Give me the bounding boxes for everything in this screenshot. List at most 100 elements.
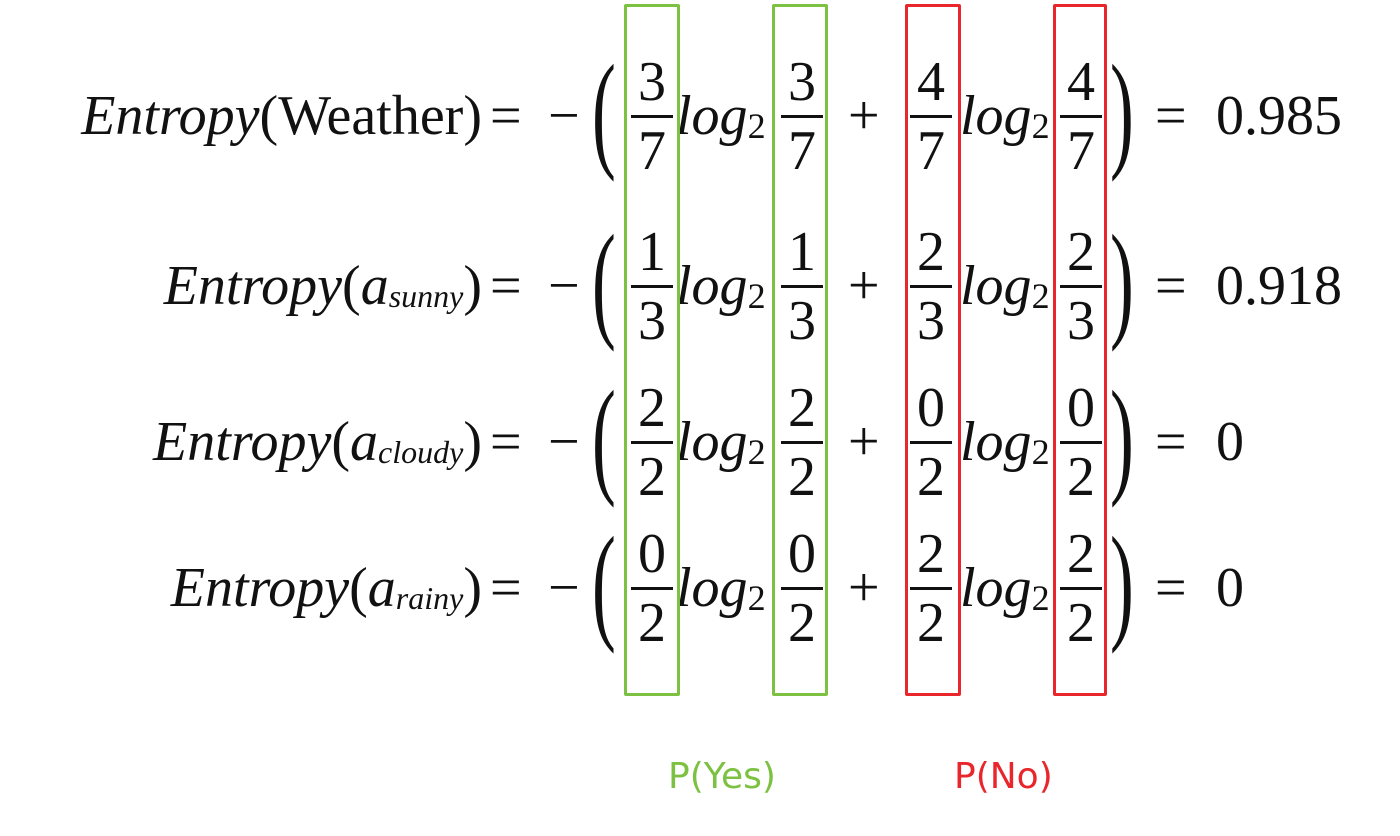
entropy-result: 0 [1216,411,1244,473]
fraction-bar [910,114,952,118]
lhs-open-paren: ( [259,85,279,147]
denominator: 2 [1067,591,1095,654]
p-no-label: P(No) [954,756,1053,797]
denominator: 7 [1067,119,1095,182]
lhs-open-paren: ( [349,557,368,619]
fraction-bar [1060,440,1102,444]
lhs-close-paren: ) [463,557,482,619]
numerator: 1 [638,220,666,283]
big-close-paren: ) [1110,511,1134,655]
entropy-result: 0.985 [1216,85,1342,147]
function-name: Entropy [163,255,343,317]
log-text: log [676,557,748,619]
equals-sign: = [490,411,522,473]
fraction-bar [781,586,823,590]
numerator: 0 [788,522,816,585]
argument: a [367,557,396,619]
big-open-paren: ( [592,39,616,183]
lhs-close-paren: ) [463,85,482,147]
big-close-paren: ) [1110,365,1134,509]
log-base: 2 [1031,578,1050,618]
denominator: 2 [788,591,816,654]
log-base: 2 [747,432,766,472]
denominator: 2 [788,445,816,508]
p-yes-label: P(Yes) [668,756,776,797]
lhs-close-paren: ) [463,411,482,473]
function-name: Entropy [153,411,332,473]
numerator: 2 [788,376,816,439]
equals-sign: = [1155,557,1187,619]
denominator: 3 [917,289,945,352]
fraction-bar [910,284,952,288]
entropy-result: 0.918 [1216,255,1342,317]
log-text: log [676,85,748,147]
denominator: 2 [638,445,666,508]
p-no-log-arg-highlight-box [1053,4,1107,696]
big-open-paren: ( [592,511,616,655]
big-open-paren: ( [592,209,616,353]
fraction-bar [1060,114,1102,118]
denominator: 2 [917,591,945,654]
big-open-paren: ( [592,365,616,509]
numerator: 4 [1067,50,1095,113]
numerator: 3 [638,50,666,113]
numerator: 2 [1067,522,1095,585]
fraction-bar [1060,284,1102,288]
argument-subscript: cloudy [378,433,464,470]
fraction-bar [631,284,673,288]
fraction-bar [781,284,823,288]
function-name: Entropy [170,557,350,619]
numerator: 4 [917,50,945,113]
argument: Weather [278,85,464,147]
lhs-open-paren: ( [331,411,351,473]
equals-sign: = [1155,255,1187,317]
plus-sign: + [848,411,880,473]
big-close-paren: ) [1110,209,1134,353]
log-text: log [960,85,1032,147]
equals-sign: = [490,255,522,317]
function-name: Entropy [81,85,260,147]
numerator: 0 [917,376,945,439]
denominator: 2 [638,591,666,654]
minus-sign: − [548,255,580,317]
minus-sign: − [548,411,580,473]
denominator: 2 [917,445,945,508]
equals-sign: = [490,85,522,147]
numerator: 2 [917,220,945,283]
p-yes-log-arg-highlight-box [772,4,828,696]
denominator: 3 [788,289,816,352]
argument-subscript: sunny [388,277,464,314]
numerator: 3 [788,50,816,113]
denominator: 2 [1067,445,1095,508]
fraction-bar [781,114,823,118]
fraction-bar [781,440,823,444]
numerator: 2 [917,522,945,585]
plus-sign: + [848,557,880,619]
equals-sign: = [1155,411,1187,473]
log-base: 2 [747,276,766,316]
denominator: 3 [1067,289,1095,352]
